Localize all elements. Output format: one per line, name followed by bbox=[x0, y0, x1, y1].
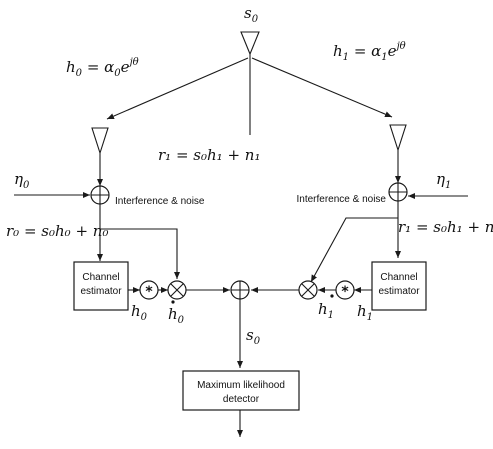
ml-detector-line1: Maximum likelihood bbox=[197, 380, 285, 391]
noise-adder-right bbox=[388, 182, 408, 202]
channel-estimator-right-line1: Channel bbox=[380, 272, 417, 283]
path-to-rx0 bbox=[106, 57, 249, 120]
r0-to-multiplier bbox=[100, 228, 180, 279]
channel-estimator-right bbox=[371, 261, 427, 311]
tx-antenna-icon bbox=[240, 31, 260, 56]
conjugate-op-left: * bbox=[139, 280, 159, 300]
multiplier-left bbox=[167, 280, 187, 300]
h1-gain-label: h1 = α1ejθ bbox=[333, 41, 406, 63]
combiner-adder bbox=[230, 280, 250, 300]
r1-center-equation: r₁ = s₀h₁ + n₁ bbox=[158, 146, 260, 164]
ml-detector-line2: detector bbox=[223, 394, 260, 405]
interference-noise-right-label: Interference & noise bbox=[297, 194, 387, 205]
h1-estimate-label: h1 bbox=[357, 302, 373, 323]
svg-text:*: * bbox=[341, 284, 349, 300]
rx1-antenna-icon bbox=[389, 124, 407, 152]
path-to-rx1 bbox=[251, 57, 393, 118]
combiner-output-s0: s0 bbox=[246, 326, 261, 347]
svg-text:*: * bbox=[145, 284, 153, 300]
noise-adder-left bbox=[90, 185, 110, 205]
channel-estimator-left bbox=[73, 261, 129, 311]
h1-conj-estimate-label: h1 bbox=[318, 300, 334, 321]
tx-symbol-s0: s0 bbox=[244, 4, 259, 25]
h1-dot-mark bbox=[330, 294, 334, 298]
ml-detector-block bbox=[182, 370, 300, 411]
h0-estimate-label: h0 bbox=[131, 302, 148, 323]
eta0-label: η0 bbox=[14, 170, 30, 191]
conjugate-op-right: * bbox=[335, 280, 355, 300]
r0-equation: r₀ = s₀h₀ + n₀ bbox=[6, 222, 108, 240]
rx0-antenna-icon bbox=[91, 127, 109, 155]
r1-right-equation: r₁ = s₀h₁ + n₁ bbox=[398, 218, 493, 236]
h0-conj-estimate-label: h0 bbox=[168, 305, 185, 326]
channel-estimator-left-line2: estimator bbox=[80, 286, 122, 297]
h0-gain-label: h0 = α0ejθ bbox=[66, 57, 139, 79]
h0-dot-mark bbox=[171, 300, 175, 304]
r1-to-multiplier bbox=[310, 217, 398, 283]
multiplier-right bbox=[298, 280, 318, 300]
channel-estimator-left-line1: Channel bbox=[82, 272, 119, 283]
eta1-label: η1 bbox=[436, 170, 451, 191]
channel-estimator-right-line2: estimator bbox=[378, 286, 420, 297]
interference-noise-left-label: Interference & noise bbox=[115, 196, 205, 207]
